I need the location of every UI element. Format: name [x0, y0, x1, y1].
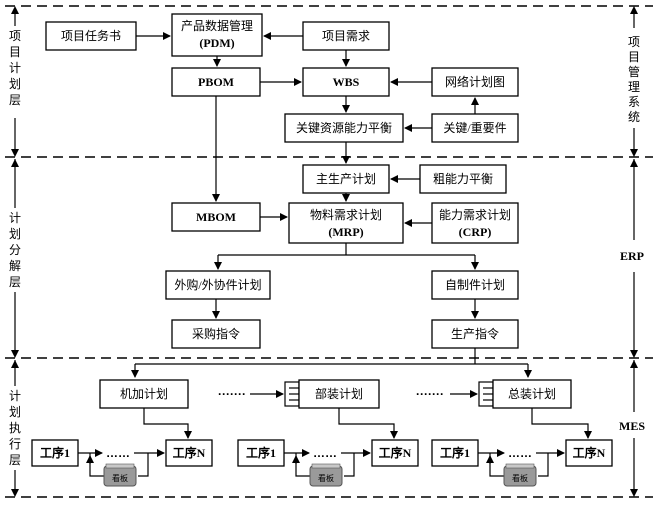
system-label-erp: ERP — [620, 249, 644, 263]
subassembly-plan-box: 部装计划 — [298, 379, 380, 409]
outsource-plan-box: 外购/外协件计划 — [165, 270, 271, 300]
svg-text:生产指令: 生产指令 — [451, 326, 499, 341]
svg-text:看板: 看板 — [512, 473, 528, 483]
production-order-box: 生产指令 — [431, 319, 519, 349]
network-plan-box: 网络计划图 — [431, 67, 519, 97]
svg-text:产品数据管理: 产品数据管理 — [181, 18, 253, 33]
mrp-box: 物料需求计划 (MRP) — [288, 202, 404, 244]
layer-label-decompose: 计划分解层 — [9, 211, 21, 289]
kanban-icon-b: 看板 — [309, 463, 343, 487]
svg-text:采购指令: 采购指令 — [192, 326, 240, 341]
svg-text:工序N: 工序N — [379, 445, 412, 460]
svg-text:机加计划: 机加计划 — [120, 387, 168, 401]
process1-box-b: 工序1 — [237, 439, 285, 467]
ellipsis-c: …… — [508, 446, 532, 460]
split-production — [135, 348, 528, 365]
process1-box-c: 工序1 — [431, 439, 479, 467]
processN-box-c: 工序N — [565, 439, 613, 467]
svg-text:WBS: WBS — [333, 75, 360, 89]
svg-text:看板: 看板 — [112, 473, 128, 483]
svg-text:工序1: 工序1 — [246, 445, 276, 460]
task-book-box: 项目任务书 — [45, 21, 137, 51]
mps-box: 主生产计划 — [302, 164, 390, 194]
processN-box-b: 工序N — [371, 439, 419, 467]
subassembly-bracket — [284, 381, 300, 407]
arrow-final-procN — [531, 408, 592, 439]
processN-box-a: 工序N — [165, 439, 213, 467]
process1-box-a: 工序1 — [31, 439, 79, 467]
final-assembly-plan-box: 总装计划 — [492, 379, 572, 409]
ellipsis-2: ······· — [416, 387, 444, 401]
ellipsis-a: …… — [106, 446, 130, 460]
system-label-mes: MES — [619, 419, 645, 433]
split-mrp — [218, 243, 475, 256]
ellipsis-1: ······· — [218, 387, 246, 401]
arrow-sub-procN — [338, 408, 398, 439]
layer-label-plan: 项目计划层 — [9, 29, 21, 107]
svg-text:工序1: 工序1 — [40, 445, 70, 460]
system-label-pm: 项目管理系统 — [628, 35, 640, 124]
svg-text:项目任务书: 项目任务书 — [61, 28, 121, 43]
rough-capacity-box: 粗能力平衡 — [419, 164, 507, 194]
layer-label-execute: 计划执行层 — [9, 389, 21, 467]
crp-box: 能力需求计划 (CRP) — [431, 202, 519, 244]
svg-text:工序N: 工序N — [573, 445, 606, 460]
kanban-icon-c: 看板 — [503, 463, 537, 487]
key-resource-box: 关键资源能力平衡 — [284, 113, 404, 143]
wbs-box: WBS — [302, 67, 390, 97]
svg-text:工序1: 工序1 — [440, 445, 470, 460]
svg-text:关键资源能力平衡: 关键资源能力平衡 — [296, 121, 392, 135]
svg-text:主生产计划: 主生产计划 — [316, 172, 376, 186]
svg-text:自制件计划: 自制件计划 — [445, 278, 505, 292]
kanban-icon-a: 看板 — [103, 463, 137, 487]
svg-text:项目需求: 项目需求 — [322, 29, 370, 43]
svg-text:(PDM): (PDM) — [199, 36, 234, 50]
arrow-machining-procN — [143, 408, 192, 439]
svg-text:外购/外协件计划: 外购/外协件计划 — [174, 277, 261, 292]
svg-text:工序N: 工序N — [173, 445, 206, 460]
mbom-box: MBOM — [171, 202, 261, 232]
svg-text:关键/重要件: 关键/重要件 — [443, 121, 506, 135]
right-system-axis — [630, 6, 638, 497]
key-parts-box: 关键/重要件 — [431, 113, 519, 143]
requirement-box: 项目需求 — [302, 21, 390, 51]
self-made-plan-box: 自制件计划 — [431, 270, 519, 300]
svg-text:物料需求计划: 物料需求计划 — [310, 208, 382, 222]
svg-text:MBOM: MBOM — [196, 210, 236, 224]
pdm-box: 产品数据管理 (PDM) — [171, 13, 263, 57]
pbom-box: PBOM — [171, 67, 261, 97]
svg-text:看板: 看板 — [318, 473, 334, 483]
svg-text:粗能力平衡: 粗能力平衡 — [433, 172, 493, 186]
ellipsis-b: …… — [313, 446, 337, 460]
left-layer-axis — [11, 6, 19, 497]
svg-text:PBOM: PBOM — [198, 75, 234, 89]
machining-plan-box: 机加计划 — [99, 379, 189, 409]
svg-text:(CRP): (CRP) — [459, 225, 492, 239]
svg-text:(MRP): (MRP) — [328, 225, 363, 239]
svg-text:能力需求计划: 能力需求计划 — [439, 208, 511, 222]
svg-text:网络计划图: 网络计划图 — [445, 74, 505, 89]
svg-text:部装计划: 部装计划 — [315, 386, 363, 401]
purchase-order-box: 采购指令 — [171, 319, 261, 349]
final-assembly-bracket — [478, 381, 494, 407]
svg-text:总装计划: 总装计划 — [508, 387, 556, 401]
